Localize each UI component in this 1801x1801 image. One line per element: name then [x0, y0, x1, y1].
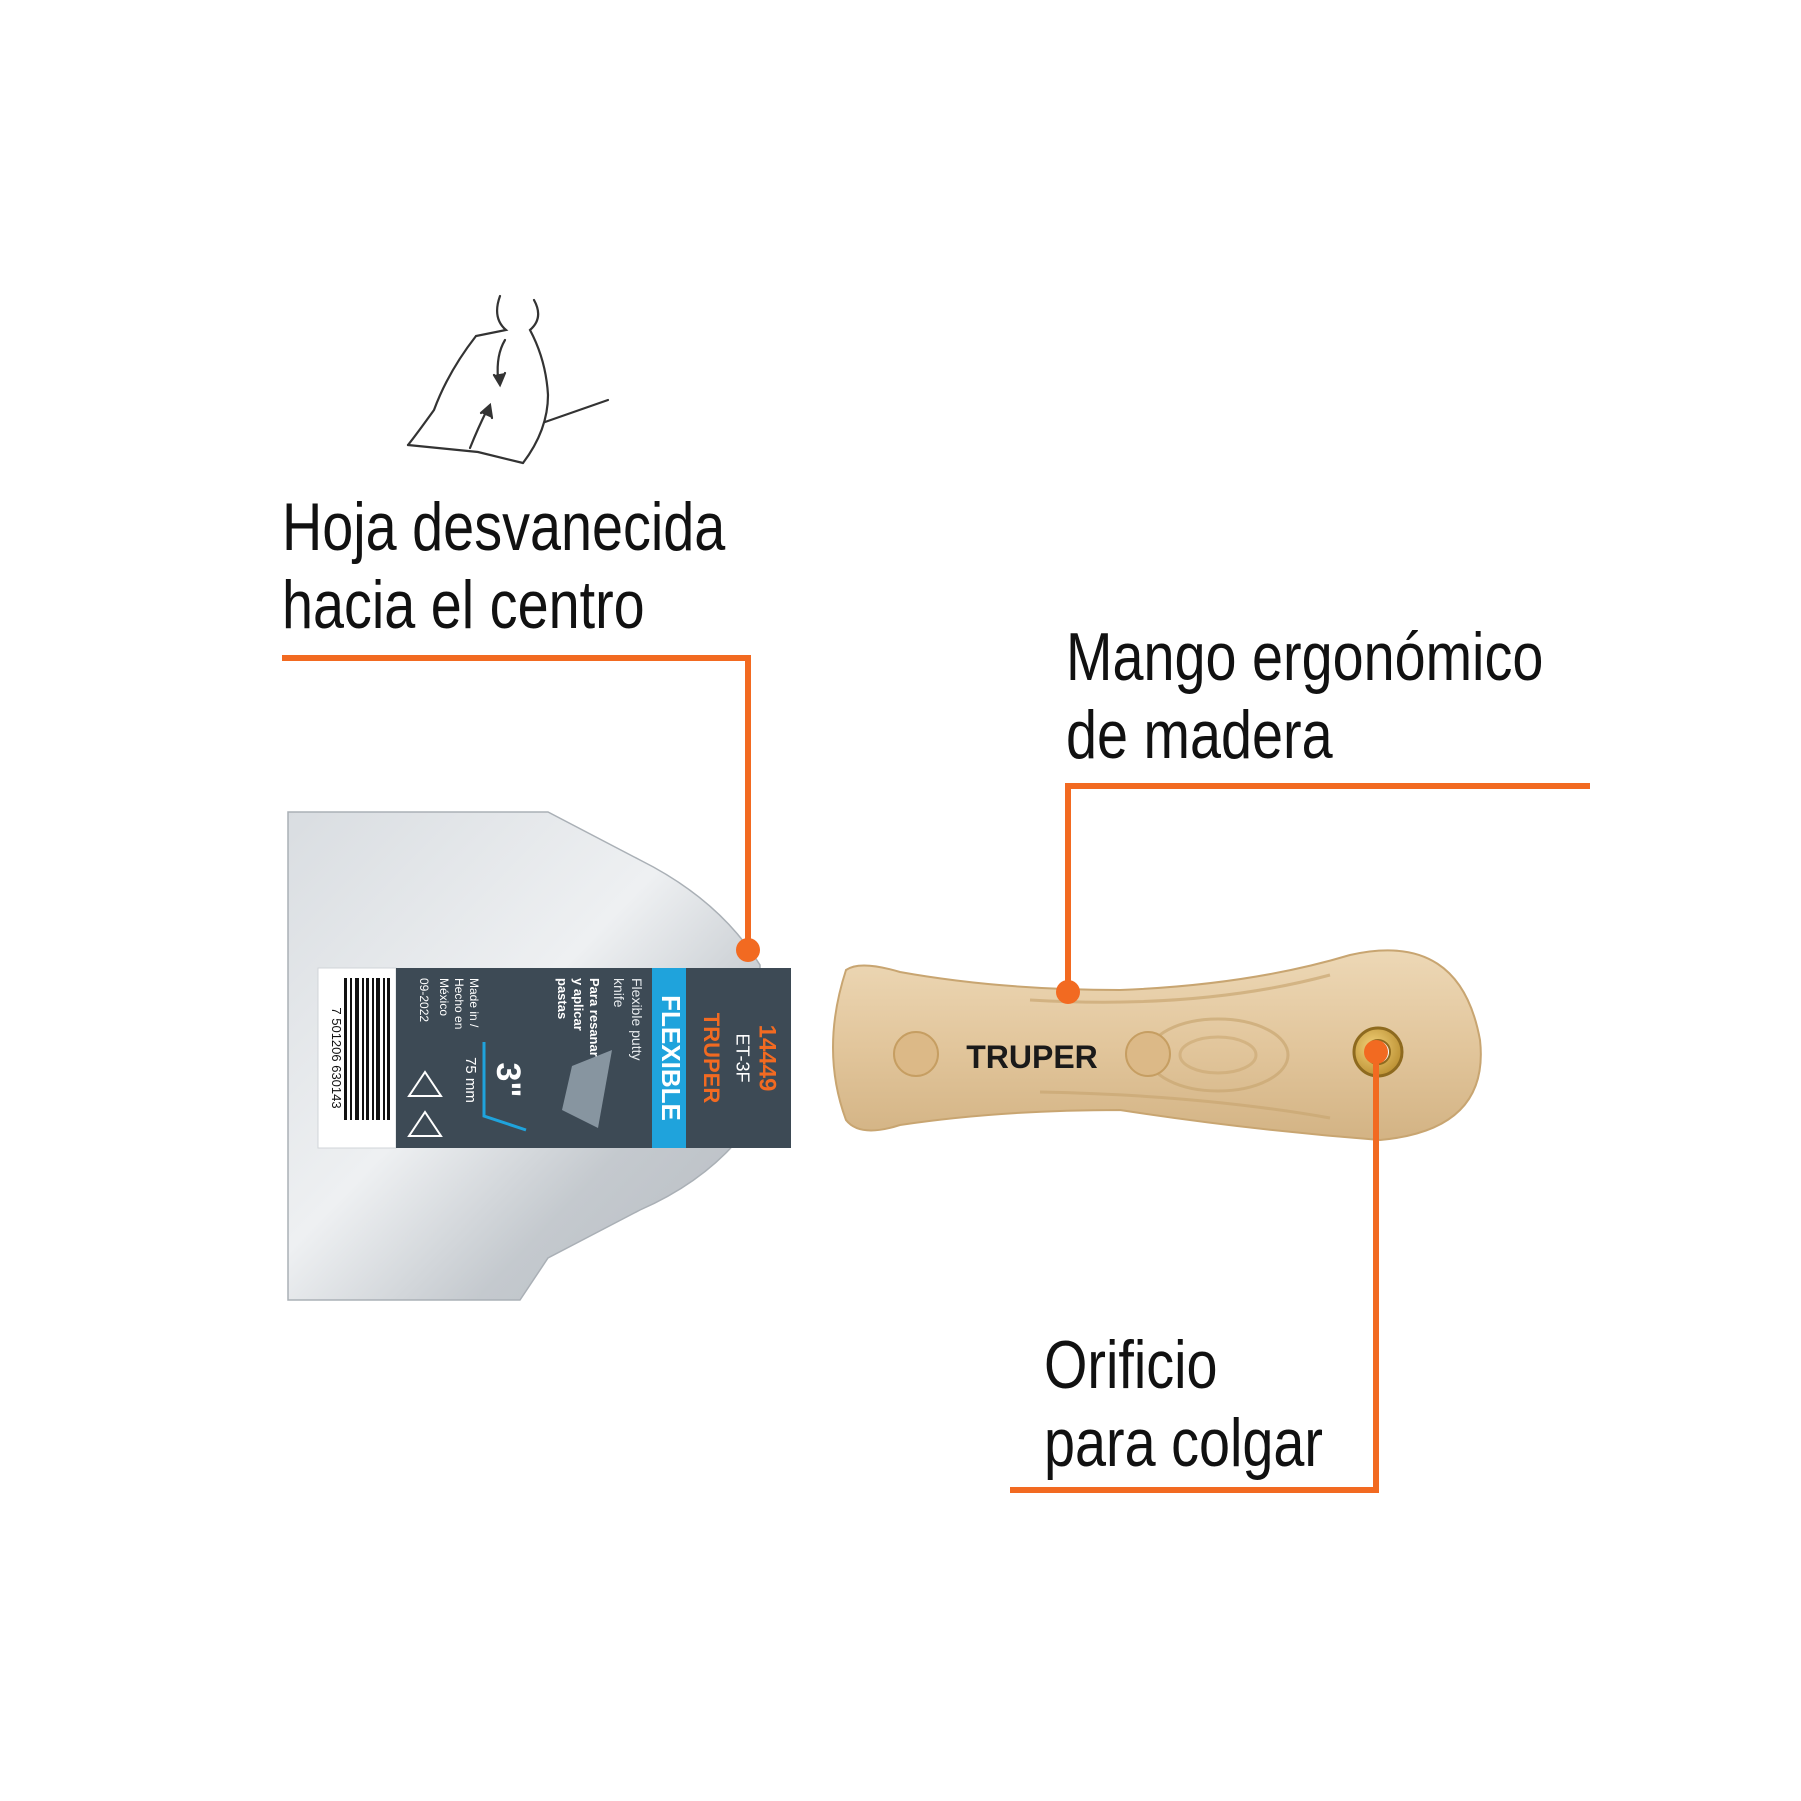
label-origin-2: Hecho en: [452, 978, 466, 1029]
callout-handle-dot: [1056, 980, 1080, 1004]
hole-feature-text: Orificio para colgar: [1044, 1326, 1323, 1482]
handle-feature-line-1: Mango ergonómico: [1066, 619, 1544, 695]
hole-feature-line-2: para colgar: [1044, 1405, 1323, 1481]
label-brand: TRUPER: [699, 1013, 724, 1104]
label-name-en-1: Flexible putty: [629, 978, 645, 1060]
handle-feature-line-2: de madera: [1066, 697, 1333, 773]
label-type: FLEXIBLE: [656, 995, 686, 1121]
label-date: 09-2022: [417, 978, 431, 1022]
barcode-number: 7 501206 630143: [329, 1007, 344, 1108]
callout-blade-line: [282, 655, 751, 948]
label-use-1: Para resanar: [587, 978, 602, 1057]
barcode-icon: [344, 978, 390, 1120]
label-use-2: y aplicar: [571, 978, 586, 1031]
label-name-en-2: knife: [611, 978, 627, 1008]
label-size-mm: 75 mm: [462, 1057, 479, 1103]
handle-feature-text: Mango ergonómico de madera: [1066, 618, 1543, 774]
blade-feature-text: Hoja desvanecida hacia el centro: [282, 488, 725, 644]
hole-feature-line-1: Orificio: [1044, 1327, 1218, 1403]
label-use-3: pastas: [555, 978, 570, 1019]
warning-triangle-icon: [407, 1070, 443, 1137]
product-label: 7 501206 630143 FLEXIBLE 14449 ET-3F TRU…: [317, 967, 791, 1149]
wooden-handle: TRUPER: [832, 949, 1482, 1142]
callout-hole-dot: [1364, 1040, 1388, 1064]
callout-hole-line: [1010, 1054, 1379, 1493]
handle-brand-text: TRUPER: [966, 1039, 1098, 1075]
callout-handle-line: [1065, 783, 1590, 990]
label-size-in: 3": [489, 1062, 527, 1097]
label-model-code: ET-3F: [732, 1033, 752, 1082]
blade-feature-line-1: Hoja desvanecida: [282, 489, 726, 565]
label-origin-1: Made in /: [467, 978, 481, 1028]
blade-feature-line-2: hacia el centro: [282, 567, 645, 643]
application-diagram-icon: [562, 1050, 612, 1128]
label-model-number: 14449: [754, 1025, 781, 1092]
callout-blade-dot: [736, 938, 760, 962]
label-origin-3: México: [437, 978, 451, 1016]
blade-bevel-diagram-icon: [406, 294, 610, 465]
